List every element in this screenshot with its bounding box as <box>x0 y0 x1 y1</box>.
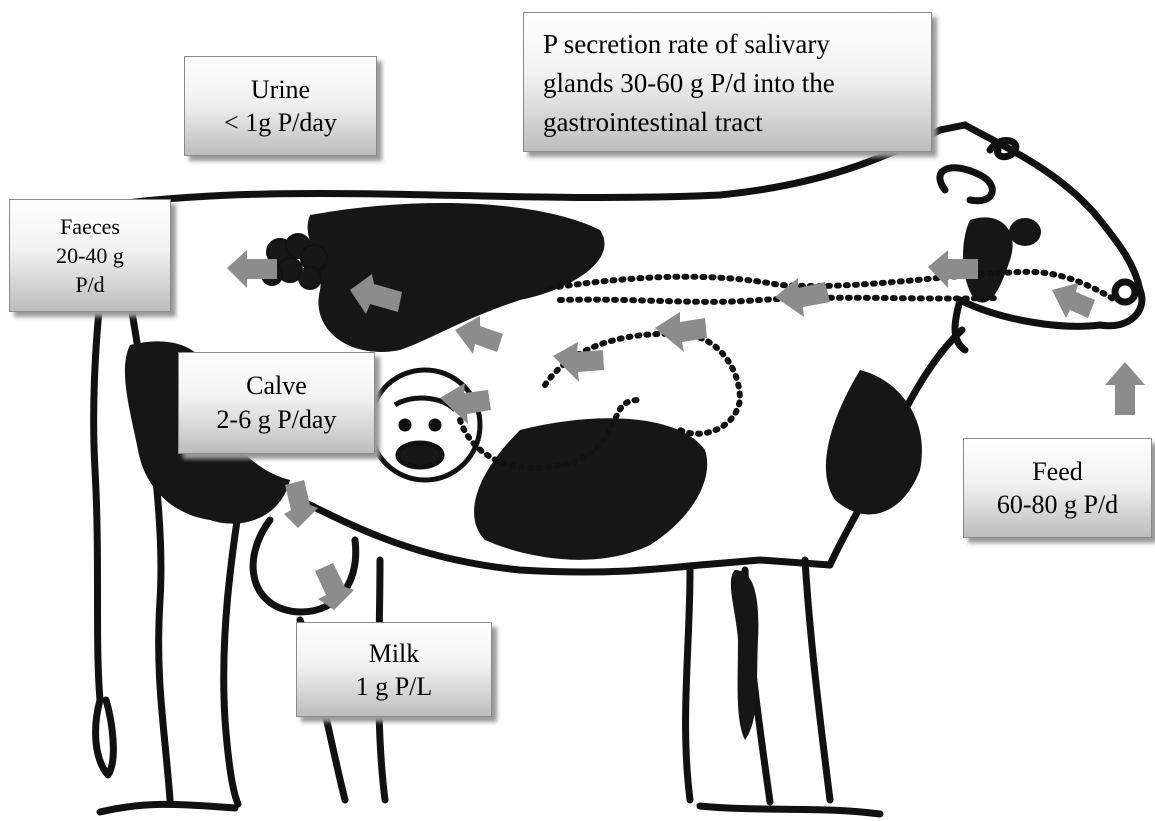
cow-eye <box>1009 218 1041 246</box>
urine-label-value: < 1g P/day <box>185 106 376 139</box>
patch-belly <box>474 418 707 560</box>
cow-tail-tuft <box>96 700 114 775</box>
feed-label-value: 60-80 g P/d <box>964 488 1151 521</box>
front-leg-patch <box>731 570 759 740</box>
cow-ear <box>940 168 992 201</box>
faeces-label-unit: P/d <box>10 270 170 299</box>
faeces-label-title: Faeces <box>10 212 170 241</box>
calve-label-value: 2-6 g P/day <box>179 403 374 437</box>
flow-arrow-icon-rumen <box>655 312 707 352</box>
saliva-secretion-label: P secretion rate of salivary glands 30-6… <box>523 12 932 152</box>
saliva-label-line-3: gastrointestinal tract <box>543 103 931 142</box>
faeces-label-value: 20-40 g <box>10 241 170 270</box>
ground-line-front <box>700 806 880 814</box>
calve-label: Calve 2-6 g P/day <box>178 352 375 454</box>
ground-line-back <box>100 804 235 812</box>
milk-label-value: 1 g P/L <box>297 670 491 703</box>
faeces-label: Faeces 20-40 g P/d <box>9 199 171 312</box>
flow-arrow-icon-feed <box>1105 362 1145 415</box>
cow-front-leg-1 <box>686 570 690 800</box>
cow-jaw <box>955 300 965 350</box>
cow-front-leg-2 <box>805 560 830 800</box>
milk-label-title: Milk <box>297 637 491 670</box>
patch-chest <box>826 370 922 514</box>
urine-label-title: Urine <box>185 73 376 106</box>
milk-label: Milk 1 g P/L <box>296 622 492 717</box>
calve-label-title: Calve <box>179 369 374 403</box>
feed-label-title: Feed <box>964 455 1151 488</box>
feed-label: Feed 60-80 g P/d <box>963 438 1152 538</box>
urine-label: Urine < 1g P/day <box>184 56 377 156</box>
saliva-label-line-2: glands 30-60 g P/d into the <box>543 64 931 103</box>
cow-nostril <box>1115 282 1135 302</box>
saliva-label-line-1: P secretion rate of salivary <box>543 25 931 64</box>
